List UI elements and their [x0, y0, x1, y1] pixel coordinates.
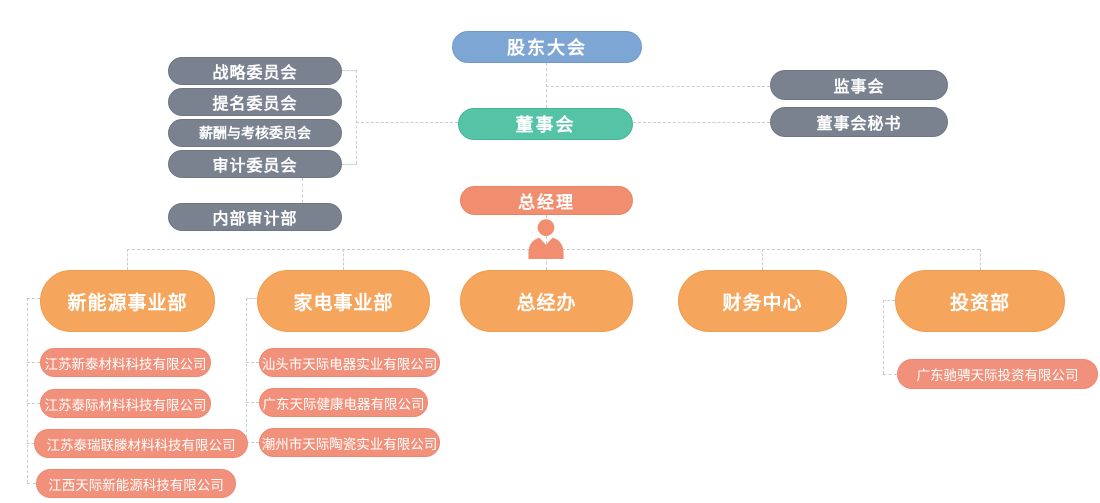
node-dept-new-energy: 新能源事业部: [40, 270, 215, 332]
node-dept-finance-center: 财务中心: [678, 270, 847, 332]
connector-sub2-1: [246, 362, 259, 363]
connector-committee-top-stub: [342, 70, 357, 71]
connector-dept5-stub: [883, 300, 895, 301]
connector-drop-dept2: [343, 249, 344, 270]
node-sub-guangdong-health-appliance: 广东天际健康电器有限公司: [259, 388, 428, 417]
node-sub-chicheng-investment: 广东驰骋天际投资有限公司: [897, 359, 1098, 389]
node-nomination-committee: 提名委员会: [168, 88, 342, 116]
connector-sub2-2: [246, 402, 259, 403]
node-sub-jiangxi-new-energy: 江西天际新能源科技有限公司: [36, 469, 236, 498]
node-sub-chaozhou-ceramics: 潮州市天际陶瓷实业有限公司: [259, 428, 440, 457]
connector-sub1-2: [27, 403, 40, 404]
node-supervisory-board: 监事会: [770, 70, 948, 100]
node-internal-audit-dept: 内部审计部: [168, 203, 342, 231]
connector-sub5-1: [883, 374, 897, 375]
node-dept-gm-office: 总经办: [460, 270, 633, 332]
connector-gm-down: [546, 215, 547, 270]
node-strategy-committee: 战略委员会: [168, 57, 342, 85]
connector-drop-dept4: [762, 249, 763, 270]
connector-dept1-stub: [27, 298, 40, 299]
node-general-manager: 总经理: [460, 186, 633, 215]
connector-shareholders-board: [546, 63, 547, 108]
connector-sub1-3: [27, 443, 34, 444]
connector-dept5-rail: [883, 300, 884, 374]
connector-dept2-stub: [246, 298, 257, 299]
connector-sub2-3: [246, 442, 259, 443]
connector-sub1-1: [27, 362, 40, 363]
person-icon: [527, 219, 565, 264]
node-sub-xintai-materials: 江苏新泰材料科技有限公司: [40, 348, 211, 377]
node-dept-investment: 投资部: [895, 270, 1065, 332]
node-shareholders-meeting: 股东大会: [452, 31, 642, 63]
connector-to-supervisory: [546, 86, 770, 87]
node-remuneration-committee: 薪酬与考核委员会: [168, 119, 342, 147]
node-sub-tairui-lianteng-materials: 江苏泰瑞联滕材料科技有限公司: [34, 429, 248, 458]
connector-committee-bracket: [356, 70, 357, 164]
connector-dept2-rail: [246, 298, 247, 442]
connector-drop-dept5: [980, 249, 981, 270]
node-sub-shantou-appliance: 汕头市天际电器实业有限公司: [259, 348, 440, 377]
connector-sub1-4: [27, 483, 36, 484]
connector-committee-bottom-stub: [342, 164, 357, 165]
connector-dept1-rail: [27, 298, 28, 483]
node-board-secretary: 董事会秘书: [770, 107, 948, 137]
connector-board-committees: [356, 122, 458, 123]
connector-to-secretary: [633, 122, 770, 123]
node-audit-committee: 审计委员会: [168, 150, 342, 178]
node-dept-home-appliance: 家电事业部: [257, 270, 430, 332]
connector-drop-dept1: [127, 249, 128, 270]
node-board-of-directors: 董事会: [458, 108, 633, 140]
connector-audit-internal: [302, 178, 303, 203]
node-sub-taiji-materials: 江苏泰际材料科技有限公司: [40, 389, 211, 418]
